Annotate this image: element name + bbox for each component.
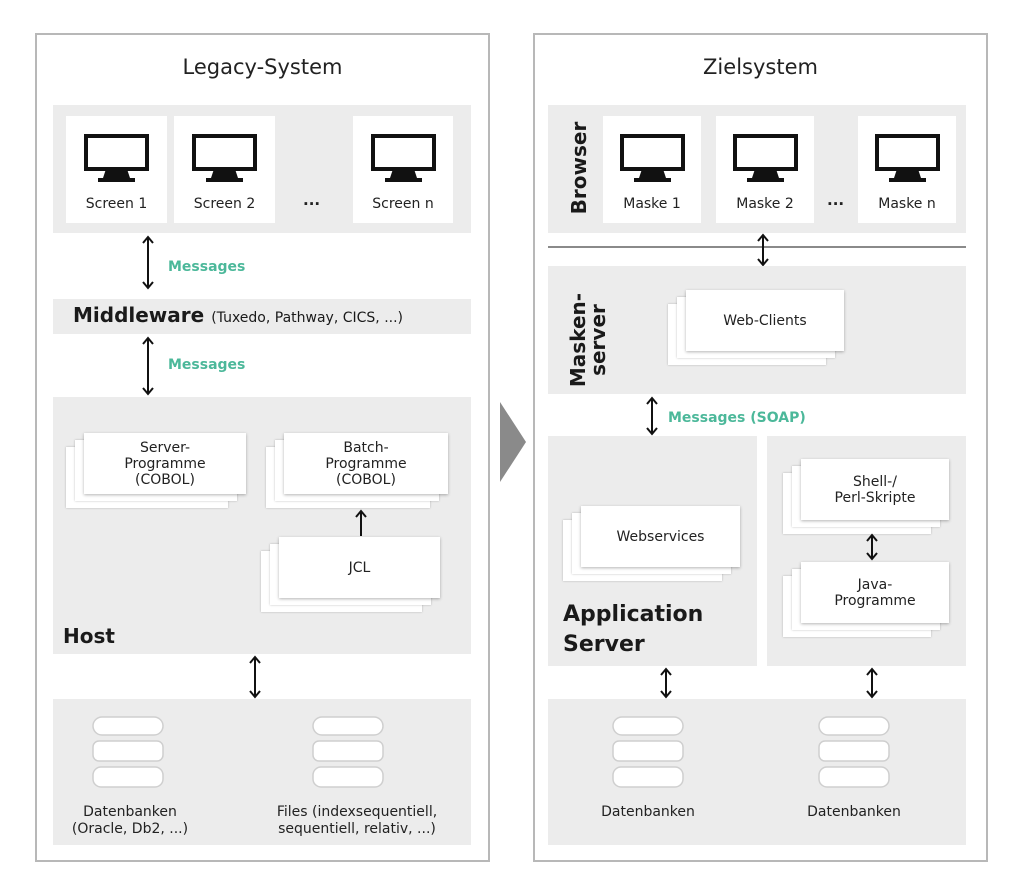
web-clients-stack: Web-Clients <box>668 290 844 365</box>
web-clients-label: Web-Clients <box>686 290 844 351</box>
monitor-icon <box>371 134 436 182</box>
screens-ellipsis: ... <box>303 191 321 209</box>
target-databases-label-right: Datenbanken <box>807 804 901 820</box>
java-programs-stack: Java- Programme <box>783 562 949 637</box>
legacy-files-label: Files (indexsequentiell, sequentiell, re… <box>276 804 438 837</box>
browser-label: Browser <box>567 121 591 215</box>
messages-label-1: Messages <box>168 259 246 275</box>
batch-programs-stack: Batch- Programme (COBOL) <box>266 433 448 508</box>
double-arrow-icon <box>757 233 769 267</box>
double-arrow-icon <box>660 667 672 699</box>
middleware-name: Middleware <box>73 303 205 327</box>
mask-card-2: Maske 2 <box>716 116 814 223</box>
mask-label-1: Maske 1 <box>623 196 681 212</box>
mask-label-n: Maske n <box>878 196 936 212</box>
application-server-title: Application Server <box>563 602 704 657</box>
maskenserver-label: Masken- server <box>566 292 610 388</box>
batch-programs-label: Batch- Programme (COBOL) <box>284 433 448 494</box>
database-icon <box>92 716 164 788</box>
arrow-up-icon <box>355 509 367 536</box>
messages-label-2: Messages <box>168 357 246 373</box>
middleware-title: Middleware (Tuxedo, Pathway, CICS, ...) <box>73 303 403 327</box>
webservices-label: Webservices <box>581 506 740 567</box>
server-programs-stack: Server- Programme (COBOL) <box>66 433 246 508</box>
middleware-detail: (Tuxedo, Pathway, CICS, ...) <box>211 310 404 326</box>
screen-label-1: Screen 1 <box>85 196 148 212</box>
mask-card-1: Maske 1 <box>603 116 701 223</box>
screen-card-n: Screen n <box>353 116 453 223</box>
double-arrow-icon <box>646 396 658 436</box>
shell-scripts-stack: Shell-/ Perl-Skripte <box>783 459 949 534</box>
monitor-icon <box>84 134 149 182</box>
server-programs-label: Server- Programme (COBOL) <box>84 433 246 494</box>
database-icon <box>612 716 684 788</box>
double-arrow-icon <box>142 235 154 290</box>
shell-scripts-label: Shell-/ Perl-Skripte <box>801 459 949 520</box>
monitor-icon <box>192 134 257 182</box>
monitor-icon <box>733 134 798 182</box>
double-arrow-icon <box>249 655 261 699</box>
middleware-band <box>53 299 471 334</box>
double-arrow-icon <box>142 336 154 396</box>
monitor-icon <box>620 134 685 182</box>
screen-card-2: Screen 2 <box>174 116 275 223</box>
target-database-band <box>548 699 966 845</box>
java-programs-label: Java- Programme <box>801 562 949 623</box>
browser-separator <box>548 246 966 248</box>
mask-card-n: Maske n <box>858 116 956 223</box>
database-icon <box>818 716 890 788</box>
screen-label-n: Screen n <box>372 196 434 212</box>
screen-label-2: Screen 2 <box>193 196 256 212</box>
jcl-stack: JCL <box>261 537 440 612</box>
mask-label-2: Maske 2 <box>736 196 794 212</box>
target-title: Zielsystem <box>703 55 818 79</box>
jcl-label: JCL <box>279 537 440 598</box>
webservices-stack: Webservices <box>563 506 740 581</box>
database-icon <box>312 716 384 788</box>
masks-ellipsis: ... <box>827 191 845 209</box>
double-arrow-icon <box>866 533 878 561</box>
legacy-title: Legacy-System <box>182 55 343 79</box>
chevron-right-icon <box>500 402 526 482</box>
legacy-databases-label: Datenbanken (Oracle, Db2, ...) <box>71 804 189 837</box>
monitor-icon <box>875 134 940 182</box>
host-title: Host <box>63 624 115 648</box>
screen-card-1: Screen 1 <box>66 116 167 223</box>
target-databases-label-left: Datenbanken <box>601 804 695 820</box>
double-arrow-icon <box>866 667 878 699</box>
messages-soap-label: Messages (SOAP) <box>668 410 806 426</box>
